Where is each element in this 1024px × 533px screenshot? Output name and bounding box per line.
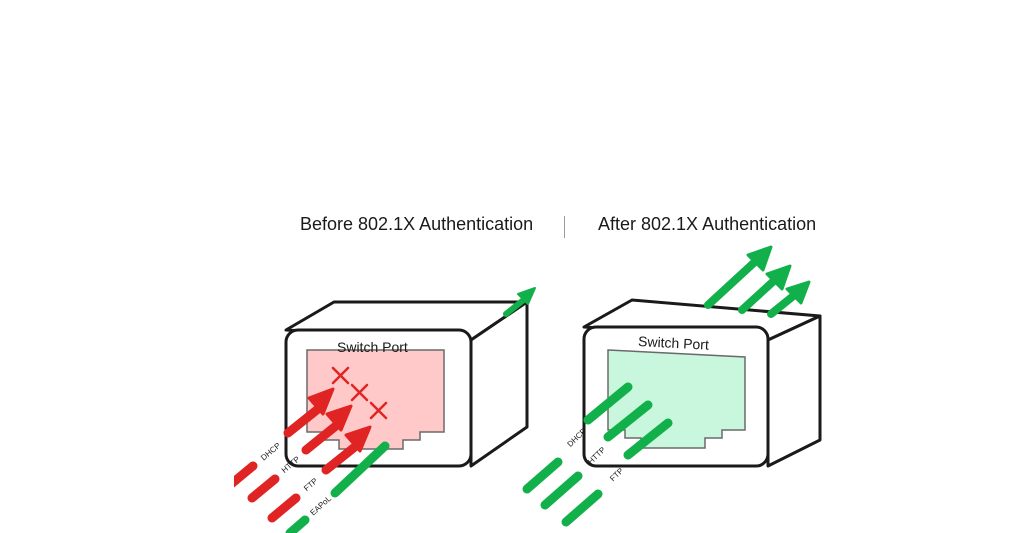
- after-outgoing-arrow-http: [738, 264, 792, 314]
- before-port-label: Switch Port: [337, 339, 408, 355]
- block-x-icon: [350, 383, 369, 402]
- after-port-socket: [607, 349, 746, 449]
- after-outgoing-arrow-dhcp: [704, 245, 773, 309]
- after-switch: Switch Port: [582, 298, 822, 468]
- block-x-icon: [369, 401, 388, 420]
- title-divider: [564, 216, 565, 238]
- before-label-ftp: FTP: [302, 476, 319, 493]
- after-outgoing-arrows: [704, 245, 811, 318]
- before-stream-ftp: FTP: [267, 425, 372, 523]
- after-outgoing-arrow-ftp: [767, 280, 811, 318]
- before-outgoing-arrow: [503, 287, 536, 317]
- after-auth-title: After 802.1X Authentication: [598, 214, 817, 234]
- after-port-label: Switch Port: [638, 333, 710, 353]
- before-label-eapol: EAPoL: [308, 494, 333, 518]
- block-x-icon: [331, 366, 350, 385]
- after-label-ftp: FTP: [608, 466, 625, 483]
- before-auth-title: Before 802.1X Authentication: [300, 214, 534, 234]
- before-blocked-marks: [331, 366, 388, 420]
- before-label-dhcp: DHCP: [259, 441, 282, 462]
- after-switch-side-face: [766, 314, 822, 468]
